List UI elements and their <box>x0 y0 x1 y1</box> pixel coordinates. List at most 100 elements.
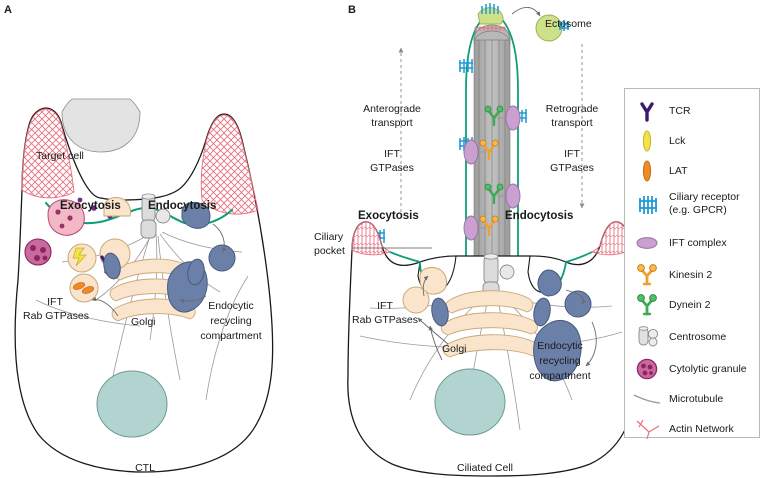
endocytic-vesicle-pocket-b <box>537 269 562 297</box>
ectosome-release-arrow <box>511 7 541 17</box>
legend-label-ift-complex: IFT complex <box>669 236 727 249</box>
label-ift-retrograde: IFT <box>564 148 580 160</box>
legend-label-actin-network: Actin Network <box>669 422 734 435</box>
ift-train-retrograde-1 <box>484 105 521 131</box>
lck-icon <box>625 127 669 155</box>
label-rab-gtpases-a: Rab GTPases <box>23 310 89 322</box>
dynein-2-motor <box>484 105 504 127</box>
legend-label-kinesin-2: Kinesin 2 <box>669 268 713 281</box>
endocytic-vesicle-at-membrane <box>181 201 211 229</box>
legend-label-lat: LAT <box>669 164 688 177</box>
golgi-apparatus-b <box>440 290 540 358</box>
ciliary-receptor-icon <box>625 191 669 219</box>
label-exocytosis-a: Exocytosis <box>60 200 121 212</box>
label-ectosome: Ectosome <box>545 18 592 30</box>
label-erc-a-3: compartment <box>200 330 262 342</box>
lat-icon <box>625 157 669 185</box>
golgi-associated-vesicles-a <box>103 252 205 286</box>
microtubule-icon <box>625 385 669 413</box>
kinesin-2-motor <box>479 139 499 161</box>
legend-item-centrosome: Centrosome <box>625 323 761 351</box>
transport-arrows-b <box>417 275 597 367</box>
label-erc-a-2: recycling <box>210 315 252 327</box>
label-exocytosis-b: Exocytosis <box>358 210 419 222</box>
legend-item-lck: Lck <box>625 127 761 155</box>
kinesin-2-motor <box>479 215 499 237</box>
nucleus-b <box>434 368 506 436</box>
ift-train-retrograde-2 <box>484 183 521 209</box>
actin-at-ciliary-tip <box>474 26 506 31</box>
label-ctl: CTL <box>135 462 155 474</box>
transport-arrows-a <box>91 223 227 317</box>
label-erc-b-2: recycling <box>539 355 581 367</box>
label-erc-b-1: Endocytic <box>537 340 583 352</box>
label-ciliary-pocket-2: pocket <box>314 245 345 257</box>
actin-network-icon <box>625 415 669 443</box>
cytolytic-granule-icon <box>625 355 669 383</box>
legend-item-actin-network: Actin Network <box>625 415 761 443</box>
legend-item-lat: LAT <box>625 157 761 185</box>
label-golgi-a: Golgi <box>131 316 156 328</box>
nucleus-a <box>96 370 168 438</box>
label-erc-b-3: compartment <box>529 370 591 382</box>
panel-b-label: B <box>348 4 356 16</box>
dynein-2-motor <box>484 183 504 205</box>
legend-item-cytolytic-granule: Cytolytic granule <box>625 355 761 383</box>
label-erc-a-1: Endocytic <box>208 300 254 312</box>
cytolytic-granule-cytosolic <box>24 238 52 266</box>
legend-label-microtubule: Microtubule <box>669 392 724 405</box>
ectosome-free <box>535 14 569 42</box>
legend-item-ciliary-receptor: Ciliary receptor (e.g. GPCR) <box>625 187 761 225</box>
label-endocytosis-b: Endocytosis <box>505 210 574 222</box>
panel-b-graphic <box>347 3 637 477</box>
label-gtpases-anterograde: GTPases <box>370 162 414 174</box>
legend-item-tcr: TCR <box>625 97 761 125</box>
ectosome-budding-tip <box>474 3 506 31</box>
label-endocytosis-a: Endocytosis <box>148 200 217 212</box>
ift-train-anterograde-1 <box>463 139 499 165</box>
endocytic-vesicle-1 <box>208 244 236 272</box>
legend-item-microtubule: Microtubule <box>625 385 761 413</box>
label-anterograde-1: Anterograde <box>363 103 421 115</box>
vesicle-lat <box>69 273 99 303</box>
legend-item-kinesin-2: Kinesin 2 <box>625 261 761 289</box>
ift-train-anterograde-2 <box>463 215 499 241</box>
golgi-associated-vesicles-b <box>431 297 551 327</box>
legend-item-ift-complex: IFT complex <box>625 229 761 257</box>
panel-a-label: A <box>4 4 12 16</box>
kinesin-2-icon <box>625 261 669 289</box>
legend-label-lck: Lck <box>669 134 686 147</box>
label-ift-a: IFT <box>47 296 63 308</box>
legend-panel: TCR Lck LAT Ciliary receptor (e.g. GP <box>624 88 761 440</box>
centrosome-a <box>140 193 171 239</box>
label-retrograde-1: Retrograde <box>545 103 599 115</box>
centrosome-icon <box>625 323 669 351</box>
ift-complex-icon <box>625 229 669 257</box>
label-ift-b: IFT <box>377 300 393 312</box>
vesicle-exocytic-a <box>103 197 131 217</box>
label-target-cell: Target cell <box>36 150 84 162</box>
endocytic-recycling-compartment-b <box>533 320 582 382</box>
legend-label-dynein-2: Dynein 2 <box>669 298 711 311</box>
tcr-icon <box>625 97 669 125</box>
label-ift-anterograde: IFT <box>384 148 400 160</box>
dynein-2-icon <box>625 291 669 319</box>
panel-a-graphic <box>14 98 274 473</box>
target-cell-shape <box>61 98 141 153</box>
label-golgi-b: Golgi <box>442 343 467 355</box>
label-rab-gtpases-b: Rab GTPases <box>352 314 418 326</box>
label-gtpases-retrograde: GTPases <box>550 162 594 174</box>
legend-label-tcr: TCR <box>669 104 691 117</box>
actin-network-right <box>200 114 259 215</box>
label-ciliary-pocket-1: Ciliary <box>314 231 344 243</box>
cytolytic-granule-fusing <box>47 199 85 236</box>
endocytic-vesicle-b1 <box>564 290 592 318</box>
label-retrograde-2: transport <box>551 117 593 129</box>
legend-item-dynein-2: Dynein 2 <box>625 291 761 319</box>
label-ciliated-cell: Ciliated Cell <box>456 462 514 474</box>
actin-network-left <box>21 108 75 199</box>
vesicle-lck <box>67 243 97 273</box>
legend-label-centrosome: Centrosome <box>669 330 727 343</box>
label-anterograde-2: transport <box>371 117 413 129</box>
